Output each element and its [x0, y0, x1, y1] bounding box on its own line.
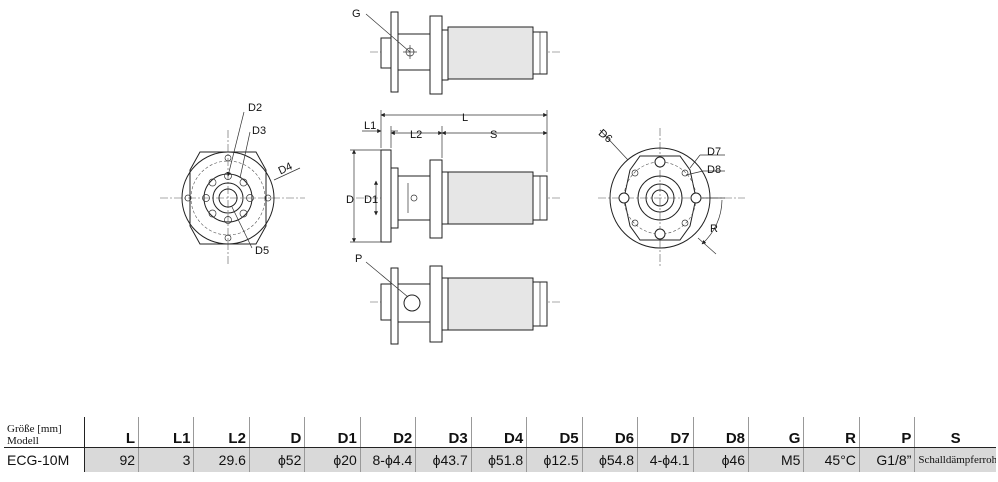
table-cell: 92 [84, 447, 140, 472]
table-cell: ϕ51.8 [471, 447, 528, 472]
label-d7: D7 [707, 146, 721, 158]
table-cell: ϕ46 [693, 447, 750, 472]
label-d8: D8 [707, 164, 721, 176]
column-header: D6 [582, 417, 639, 448]
label-l1: L1 [364, 120, 376, 132]
front-view-left: D2 D3 D4 D5 [160, 102, 305, 265]
table-cell: 45°C [803, 447, 860, 472]
column-header: L1 [138, 417, 195, 448]
table-cell: ϕ54.8 [582, 447, 639, 472]
label-d4: D4 [277, 160, 295, 177]
top-view: G [352, 8, 560, 95]
side-view: L L1 L2 S D D1 [346, 110, 560, 243]
table-cell: Schalldämpferrohr [914, 447, 996, 472]
column-header: G [748, 417, 805, 448]
table-cell: ϕ12.5 [526, 447, 583, 472]
label-s: S [490, 129, 497, 141]
table-cell: 3 [138, 447, 195, 472]
corner-size-label: Größe [mm] [7, 423, 62, 435]
column-header: D5 [526, 417, 583, 448]
label-d5: D5 [255, 245, 269, 257]
column-header: D2 [360, 417, 417, 448]
table-cell: ϕ20 [304, 447, 361, 472]
column-header: L2 [193, 417, 250, 448]
table-cell: G1/8” [859, 447, 916, 472]
column-header: D4 [471, 417, 528, 448]
table-cell: 4-ϕ4.1 [637, 447, 694, 472]
column-header: D3 [415, 417, 472, 448]
label-l: L [462, 112, 468, 124]
model-cell: ECG-10M [4, 447, 85, 472]
label-d: D [346, 194, 354, 206]
column-header: D [249, 417, 306, 448]
label-g: G [352, 8, 361, 20]
table-row: ECG-10M 92 3 29.6 ϕ52 ϕ20 8-ϕ4.4 ϕ43.7 ϕ… [4, 447, 996, 472]
table-cell: 29.6 [193, 447, 250, 472]
spec-table: Größe [mm] Modell L L1 L2 D D1 D2 D3 D4 … [4, 417, 996, 472]
label-d3: D3 [252, 125, 266, 137]
table-cell: 8-ϕ4.4 [360, 447, 417, 472]
technical-drawing: G L L1 L2 S D D1 [160, 8, 745, 345]
table-cell: M5 [748, 447, 805, 472]
label-l2: L2 [410, 129, 422, 141]
table-cell: ϕ52 [249, 447, 306, 472]
table-corner-cell: Größe [mm] Modell [4, 417, 85, 448]
column-header: D1 [304, 417, 361, 448]
bottom-view: P [355, 253, 560, 345]
label-d2: D2 [248, 102, 262, 114]
column-header: D8 [693, 417, 750, 448]
corner-model-label: Modell [7, 435, 39, 447]
label-r: R [710, 223, 718, 235]
table-cell: ϕ43.7 [415, 447, 472, 472]
table-header-row: Größe [mm] Modell L L1 L2 D D1 D2 D3 D4 … [4, 417, 996, 448]
column-header: R [803, 417, 860, 448]
label-d1: D1 [364, 194, 378, 206]
label-p: P [355, 253, 362, 265]
column-header: D7 [637, 417, 694, 448]
back-view-right: D6 D7 D8 R [596, 127, 745, 268]
column-header: L [84, 417, 140, 448]
column-header: P [859, 417, 916, 448]
column-header: S [914, 417, 996, 448]
